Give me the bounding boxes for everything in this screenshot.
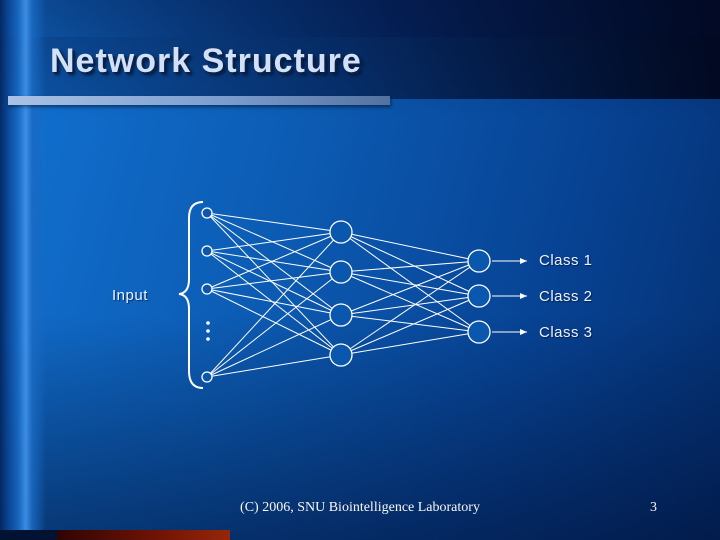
input-ellipsis-dots [206, 321, 210, 341]
output-node [467, 249, 491, 273]
input-node [201, 207, 213, 219]
output-node [467, 284, 491, 308]
hidden-node [329, 343, 353, 367]
title-gradient-band [0, 37, 720, 99]
input-brace [178, 201, 204, 389]
class-label: Class 2 [539, 288, 593, 305]
input-nodes [201, 207, 213, 383]
connection-lines [206, 212, 480, 378]
input-node [201, 245, 213, 257]
class-label: Class 3 [539, 324, 593, 341]
input-node [201, 371, 213, 383]
top-gradient-band [0, 0, 720, 37]
left-edge-stripes [0, 0, 46, 540]
bottom-navy-bar [0, 530, 57, 540]
hidden-node [329, 220, 353, 244]
class-arrows [492, 258, 527, 335]
bottom-red-bar [57, 530, 230, 540]
page-number: 3 [650, 500, 657, 515]
input-label: Input [112, 287, 148, 304]
title-underline-bar [8, 96, 390, 105]
class-label: Class 1 [539, 252, 593, 269]
input-node [201, 283, 213, 295]
slide-title: Network Structure [50, 42, 362, 80]
output-node [467, 320, 491, 344]
hidden-node [329, 260, 353, 284]
hidden-node [329, 303, 353, 327]
hidden-nodes [329, 220, 353, 367]
output-nodes [467, 249, 491, 344]
footer-copyright: (C) 2006, SNU Biointelligence Laboratory [240, 500, 480, 515]
